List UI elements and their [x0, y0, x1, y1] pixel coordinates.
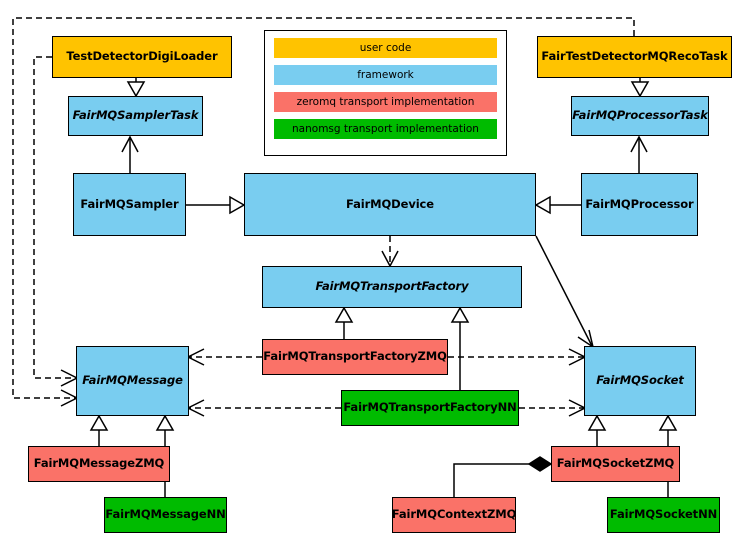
- legend: user code framework zeromq transport imp…: [264, 30, 507, 156]
- class-node-fairmqmessagezmq[interactable]: FairMQMessageZMQ: [28, 446, 170, 482]
- edge-association-device-socket: [535, 235, 595, 349]
- class-node-fairmqprocessor[interactable]: FairMQProcessor: [581, 173, 698, 236]
- edge-dependency-factoryzmq-message: [186, 348, 262, 366]
- legend-item-zeromq: zeromq transport implementation: [274, 92, 497, 112]
- legend-label-user-code: user code: [359, 42, 412, 54]
- class-node-fairmqtransportfactory[interactable]: FairMQTransportFactory: [262, 266, 522, 308]
- legend-item-user-code: user code: [274, 38, 497, 58]
- legend-label-nanomsg: nanomsg transport implementation: [292, 123, 479, 135]
- edge-generalization-digiloader-samplertask: [126, 78, 146, 98]
- class-label: FairMQTransportFactoryNN: [343, 400, 517, 415]
- class-label: FairMQSocket: [596, 373, 684, 388]
- class-node-fairmqsocket[interactable]: FairMQSocket: [584, 346, 696, 416]
- class-label: FairMQMessage: [82, 373, 183, 388]
- legend-item-nanomsg: nanomsg transport implementation: [274, 119, 497, 139]
- edge-association-sampler-samplertask: [121, 135, 139, 173]
- legend-label-framework: framework: [357, 69, 414, 81]
- class-node-fairmqtransportfactorynn[interactable]: FairMQTransportFactoryNN: [341, 390, 519, 426]
- edge-generalization-processor-device: [534, 195, 581, 215]
- class-node-fairmqdevice[interactable]: FairMQDevice: [244, 173, 536, 236]
- class-label: FairMQSamplerTask: [72, 108, 199, 123]
- edge-generalization-socketzmq-socket: [587, 414, 607, 446]
- class-node-fairmqmessagenn[interactable]: FairMQMessageNN: [104, 497, 227, 533]
- class-label: TestDetectorDigiLoader: [66, 49, 218, 64]
- class-label: FairMQSocketNN: [609, 507, 718, 522]
- class-node-fairmqsamplertask[interactable]: FairMQSamplerTask: [68, 96, 203, 136]
- edge-generalization-factoryzmq-factory: [334, 306, 354, 339]
- edge-association-processor-processortask: [630, 135, 648, 173]
- edge-dependency-factorynn-message: [186, 399, 341, 417]
- edge-generalization-recotask-processortask: [630, 78, 650, 98]
- class-label: FairMQMessageNN: [105, 507, 226, 522]
- class-label: FairMQProcessor: [585, 196, 694, 211]
- class-label: FairTestDetectorMQRecoTask: [541, 49, 728, 64]
- class-node-testdetectordigiloader[interactable]: TestDetectorDigiLoader: [52, 36, 232, 78]
- edge-generalization-messagezmq-message: [89, 414, 109, 446]
- class-label: FairMQDevice: [346, 196, 434, 211]
- class-label: FairMQTransportFactoryZMQ: [263, 349, 447, 364]
- edge-generalization-sampler-device: [186, 195, 246, 215]
- class-node-fairmqtransportfactoryzmq[interactable]: FairMQTransportFactoryZMQ: [262, 339, 448, 375]
- class-node-fairmqcontextzmq[interactable]: FairMQContextZMQ: [392, 497, 516, 533]
- class-label: FairMQSocketZMQ: [556, 456, 675, 471]
- edge-dependency-factorynn-socket: [519, 399, 587, 417]
- class-label: FairMQMessageZMQ: [33, 456, 165, 471]
- class-label: FairMQContextZMQ: [391, 507, 517, 522]
- class-label: FairMQProcessorTask: [572, 108, 708, 123]
- edge-dependency-device-transportfactory: [381, 236, 399, 268]
- class-node-fairtestdetectormqrecotask[interactable]: FairTestDetectorMQRecoTask: [537, 36, 732, 78]
- class-label: FairMQSampler: [80, 196, 179, 211]
- edge-dependency-factoryzmq-socket: [448, 348, 587, 366]
- class-node-fairmqsocketnn[interactable]: FairMQSocketNN: [607, 497, 720, 533]
- class-label: FairMQTransportFactory: [315, 279, 469, 294]
- edge-composition-contextzmq-socketzmq: [453, 456, 553, 497]
- class-node-fairmqprocessortask[interactable]: FairMQProcessorTask: [571, 96, 709, 136]
- class-node-fairmqsampler[interactable]: FairMQSampler: [73, 173, 186, 236]
- edge-generalization-factorynn-factory: [450, 306, 470, 390]
- class-node-fairmqsocketzmq[interactable]: FairMQSocketZMQ: [551, 446, 680, 482]
- legend-label-zeromq: zeromq transport implementation: [296, 96, 475, 108]
- class-node-fairmqmessage[interactable]: FairMQMessage: [76, 346, 189, 416]
- legend-item-framework: framework: [274, 65, 497, 85]
